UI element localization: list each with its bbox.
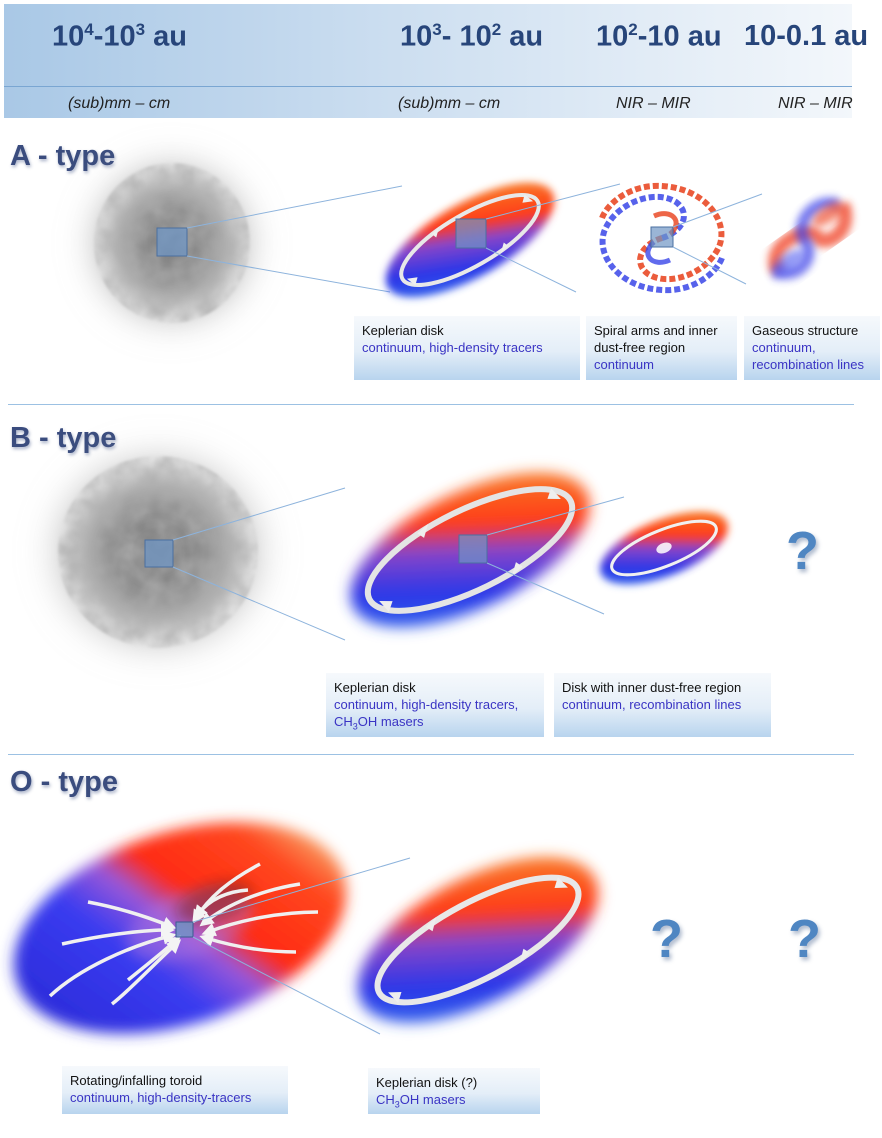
a-caption-keplerian-disk: Keplerian disk continuum, high-density t… [354,316,580,380]
a-caption-spiral-arms: Spiral arms and inner dust-free region c… [586,316,737,380]
b-zoom-box-1 [144,539,174,568]
caption-masers: CH3OH masers [376,1092,466,1110]
o-zoom-box [175,921,194,938]
b-inner-disk [600,511,728,585]
b-unknown-marker: ? [786,521,819,581]
o-infall-arrows [48,862,319,1006]
caption-title: Spiral arms and inner [594,323,718,338]
header-divider [4,86,852,87]
caption-tracers: continuum, high-density tracers, [334,697,519,712]
o-unknown-marker-1: ? [650,909,683,969]
o-unknown-marker-2: ? [788,909,821,969]
a-zoom-box-3 [650,226,674,248]
band-label-4: NIR – MIR [778,95,853,112]
scale-label-1: 104-103 au [52,20,188,53]
caption-title: Keplerian disk [334,680,416,695]
o-keplerian-disk [357,857,599,1023]
scale-header [4,4,852,118]
o-type-title: O - type [10,766,118,798]
caption-title: Disk with inner dust-free region [562,680,742,695]
caption-tracers: continuum, high-density tracers [362,340,543,355]
caption-title: Rotating/infalling toroid [70,1073,203,1088]
caption-tracers: continuum, high-density-tracers [70,1090,252,1105]
a-zoom-box-1 [156,227,188,257]
scale-label-3: 102-10 au [596,20,722,53]
band-label-2: (sub)mm – cm [398,95,501,112]
a-gaseous-structure [768,197,853,280]
o-caption-keplerian-disk: Keplerian disk (?) CH3OH masers [368,1068,540,1114]
b-zoom-box-2 [458,534,488,564]
scale-label-2: 103- 102 au [400,20,544,53]
band-label-1: (sub)mm – cm [68,95,171,112]
band-label-3: NIR – MIR [616,95,691,112]
a-type-title: A - type [10,140,116,172]
b-type-title: B - type [10,422,117,454]
a-zoom-box-2 [455,218,487,249]
section-separator-2 [8,754,854,755]
caption-title-cont: dust-free region [594,340,686,355]
caption-title: Keplerian disk (?) [376,1075,478,1090]
a-caption-gaseous-structure: Gaseous structure continuum, recombinati… [744,316,880,380]
caption-title: Gaseous structure [752,323,859,338]
o-caption-toroid: Rotating/infalling toroid continuum, hig… [62,1066,288,1114]
b-caption-keplerian-disk: Keplerian disk continuum, high-density t… [326,673,544,737]
b-caption-inner-disk: Disk with inner dust-free region continu… [554,673,771,737]
caption-title: Keplerian disk [362,323,444,338]
caption-tracers: continuum, recombination lines [562,697,742,712]
caption-tracers: continuum [594,357,654,372]
section-separator-1 [8,404,854,405]
scale-label-4: 10-0.1 au [744,20,869,52]
caption-tracers: continuum, [752,340,816,355]
caption-tracers-cont: recombination lines [752,357,865,372]
caption-masers: CH3OH masers [334,714,424,732]
